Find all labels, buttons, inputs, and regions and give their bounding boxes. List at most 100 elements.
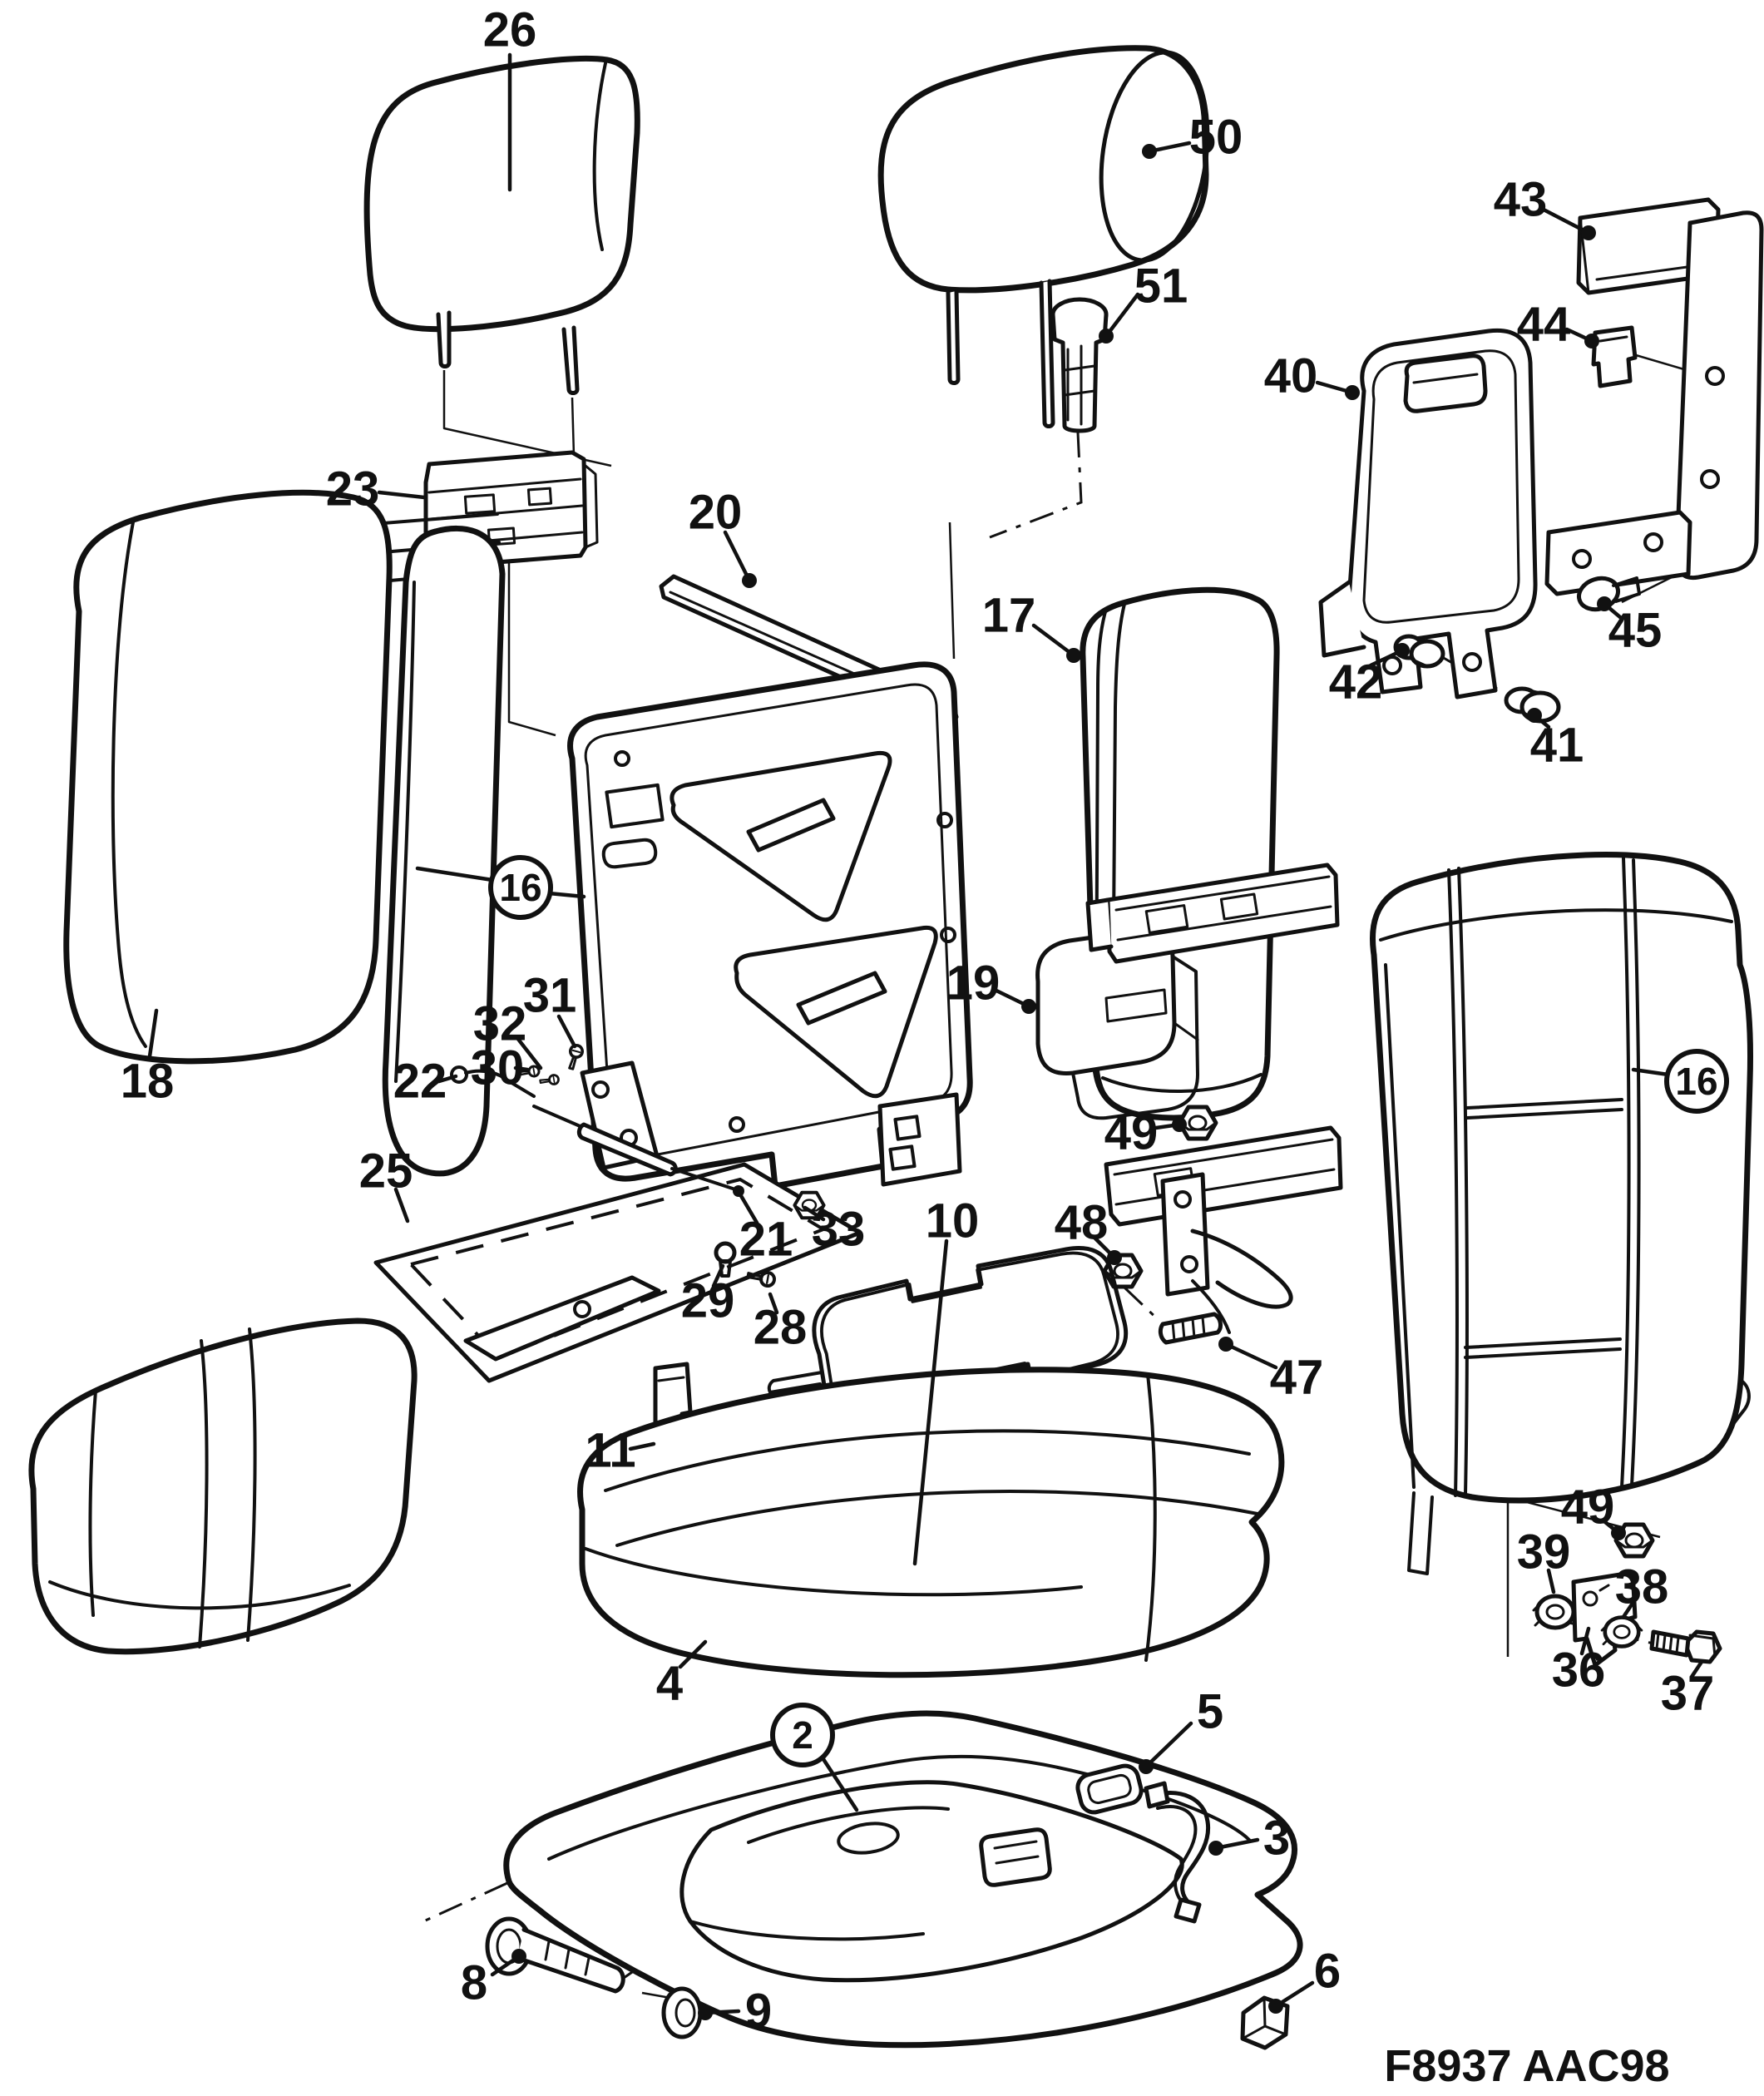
callout-25: 25 bbox=[359, 1144, 413, 1223]
callout-2: 2 bbox=[770, 1703, 859, 1812]
callout-label-26: 26 bbox=[483, 3, 537, 57]
callout-label-16: 16 bbox=[1675, 1060, 1717, 1103]
callout-label-45: 45 bbox=[1608, 604, 1663, 658]
callout-16: 16 bbox=[1631, 1049, 1729, 1114]
callout-label-29: 29 bbox=[681, 1274, 735, 1328]
callout-22: 22 bbox=[393, 1055, 458, 1109]
armrest-lid bbox=[1035, 927, 1199, 1120]
callout-label-31: 31 bbox=[523, 969, 577, 1023]
callout-19: 19 bbox=[946, 957, 1036, 1014]
backrest-frame-panel bbox=[567, 661, 973, 1189]
callout-44: 44 bbox=[1517, 298, 1599, 352]
callout-label-50: 50 bbox=[1189, 111, 1243, 165]
callout-label-51: 51 bbox=[1134, 260, 1188, 314]
callout-label-23: 23 bbox=[326, 462, 380, 517]
callout-label-6: 6 bbox=[1314, 1945, 1341, 1999]
callout-label-39: 39 bbox=[1517, 1525, 1571, 1579]
ski-hatch-frame bbox=[1318, 328, 1538, 699]
callout-37: 37 bbox=[1661, 1659, 1715, 1721]
gas-strut bbox=[532, 1105, 744, 1197]
callout-label-49: 49 bbox=[1561, 1481, 1615, 1535]
fold-board bbox=[373, 1162, 862, 1383]
callout-label-25: 25 bbox=[359, 1144, 413, 1199]
callout-label-43: 43 bbox=[1494, 173, 1548, 227]
callout-label-28: 28 bbox=[754, 1301, 808, 1355]
headrest-left bbox=[363, 55, 640, 395]
callout-31: 31 bbox=[523, 969, 577, 1049]
screw-30b bbox=[538, 1073, 561, 1088]
callout-4: 4 bbox=[656, 1639, 708, 1711]
callout-9: 9 bbox=[698, 1985, 772, 2039]
callout-label-20: 20 bbox=[689, 486, 743, 540]
plug-29 bbox=[714, 1241, 737, 1278]
callout-28: 28 bbox=[754, 1292, 808, 1355]
callout-label-18: 18 bbox=[121, 1055, 175, 1109]
callout-label-33: 33 bbox=[812, 1203, 866, 1257]
callout-33: 33 bbox=[803, 1203, 866, 1257]
callout-8: 8 bbox=[461, 1949, 526, 2010]
callout-label-5: 5 bbox=[1197, 1685, 1223, 1739]
callout-17: 17 bbox=[982, 589, 1081, 663]
frame-bushing bbox=[1393, 634, 1445, 669]
callout-label-41: 41 bbox=[1530, 719, 1584, 773]
callout-39: 39 bbox=[1517, 1525, 1571, 1594]
bracket-36 bbox=[1571, 1572, 1638, 1668]
backrest-pad bbox=[382, 525, 506, 1177]
callout-label-10: 10 bbox=[926, 1194, 980, 1248]
backrest-right bbox=[1370, 852, 1753, 1575]
callout-38: 38 bbox=[1615, 1560, 1668, 1619]
callout-label-4: 4 bbox=[656, 1657, 683, 1711]
grommet-38 bbox=[1602, 1618, 1642, 1647]
callout-16: 16 bbox=[415, 855, 586, 920]
callout-label-11: 11 bbox=[585, 1424, 635, 1478]
callout-30: 30 bbox=[471, 1041, 530, 1095]
callout-43: 43 bbox=[1494, 173, 1596, 240]
callout-label-2: 2 bbox=[792, 1713, 813, 1757]
callout-label-42: 42 bbox=[1329, 655, 1383, 709]
callout-label-49: 49 bbox=[1104, 1106, 1159, 1160]
callout-label-30: 30 bbox=[471, 1041, 525, 1095]
headrest-sleeve bbox=[1050, 297, 1109, 433]
bolt-37 bbox=[1649, 1629, 1722, 1664]
washer-9 bbox=[661, 1986, 703, 2039]
callout-41: 41 bbox=[1527, 708, 1584, 773]
grommet-39 bbox=[1534, 1596, 1577, 1628]
headrest-center bbox=[877, 45, 1210, 428]
callout-label-16: 16 bbox=[499, 866, 541, 909]
callout-32: 32 bbox=[473, 997, 543, 1070]
callout-label-17: 17 bbox=[982, 589, 1036, 643]
callout-5: 5 bbox=[1139, 1685, 1223, 1774]
callout-21: 21 bbox=[738, 1192, 793, 1267]
callout-10: 10 bbox=[912, 1194, 980, 1566]
strap-3 bbox=[1144, 1781, 1211, 1924]
pad-5 bbox=[1075, 1763, 1144, 1815]
callout-6: 6 bbox=[1268, 1945, 1341, 2014]
callout-47: 47 bbox=[1218, 1337, 1323, 1405]
callout-40: 40 bbox=[1264, 349, 1360, 403]
callout-18: 18 bbox=[121, 1008, 175, 1109]
callout-label-37: 37 bbox=[1661, 1667, 1715, 1721]
backrest-foam-left bbox=[63, 489, 393, 1065]
callout-label-48: 48 bbox=[1055, 1196, 1109, 1250]
hinge-rail-upper bbox=[1085, 863, 1340, 964]
callout-label-3: 3 bbox=[1263, 1812, 1290, 1866]
callout-label-32: 32 bbox=[473, 997, 527, 1051]
callout-51: 51 bbox=[1099, 260, 1188, 344]
callout-label-40: 40 bbox=[1264, 349, 1318, 403]
hatch-cover bbox=[1544, 197, 1764, 596]
hatch-latch bbox=[1591, 325, 1638, 388]
callout-label-47: 47 bbox=[1270, 1351, 1324, 1405]
callout-label-9: 9 bbox=[745, 1985, 772, 2039]
seat-cushion bbox=[577, 1367, 1285, 1678]
callout-label-8: 8 bbox=[461, 1956, 487, 2010]
callout-42: 42 bbox=[1329, 643, 1410, 709]
callout-26: 26 bbox=[483, 3, 537, 192]
callout-label-19: 19 bbox=[946, 957, 1001, 1011]
callout-49: 49 bbox=[1104, 1106, 1187, 1160]
callout-50: 50 bbox=[1142, 111, 1243, 165]
callout-label-21: 21 bbox=[739, 1213, 793, 1267]
callout-11: 11 bbox=[585, 1424, 656, 1478]
